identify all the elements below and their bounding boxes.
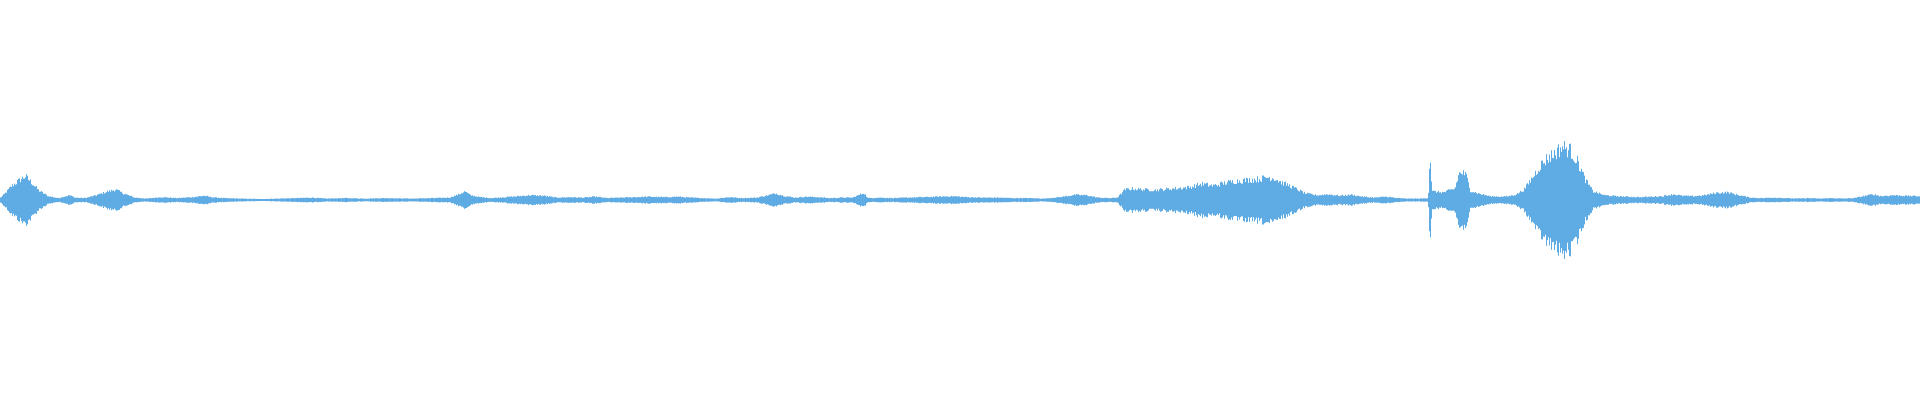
waveform-trace: [0, 141, 1920, 259]
